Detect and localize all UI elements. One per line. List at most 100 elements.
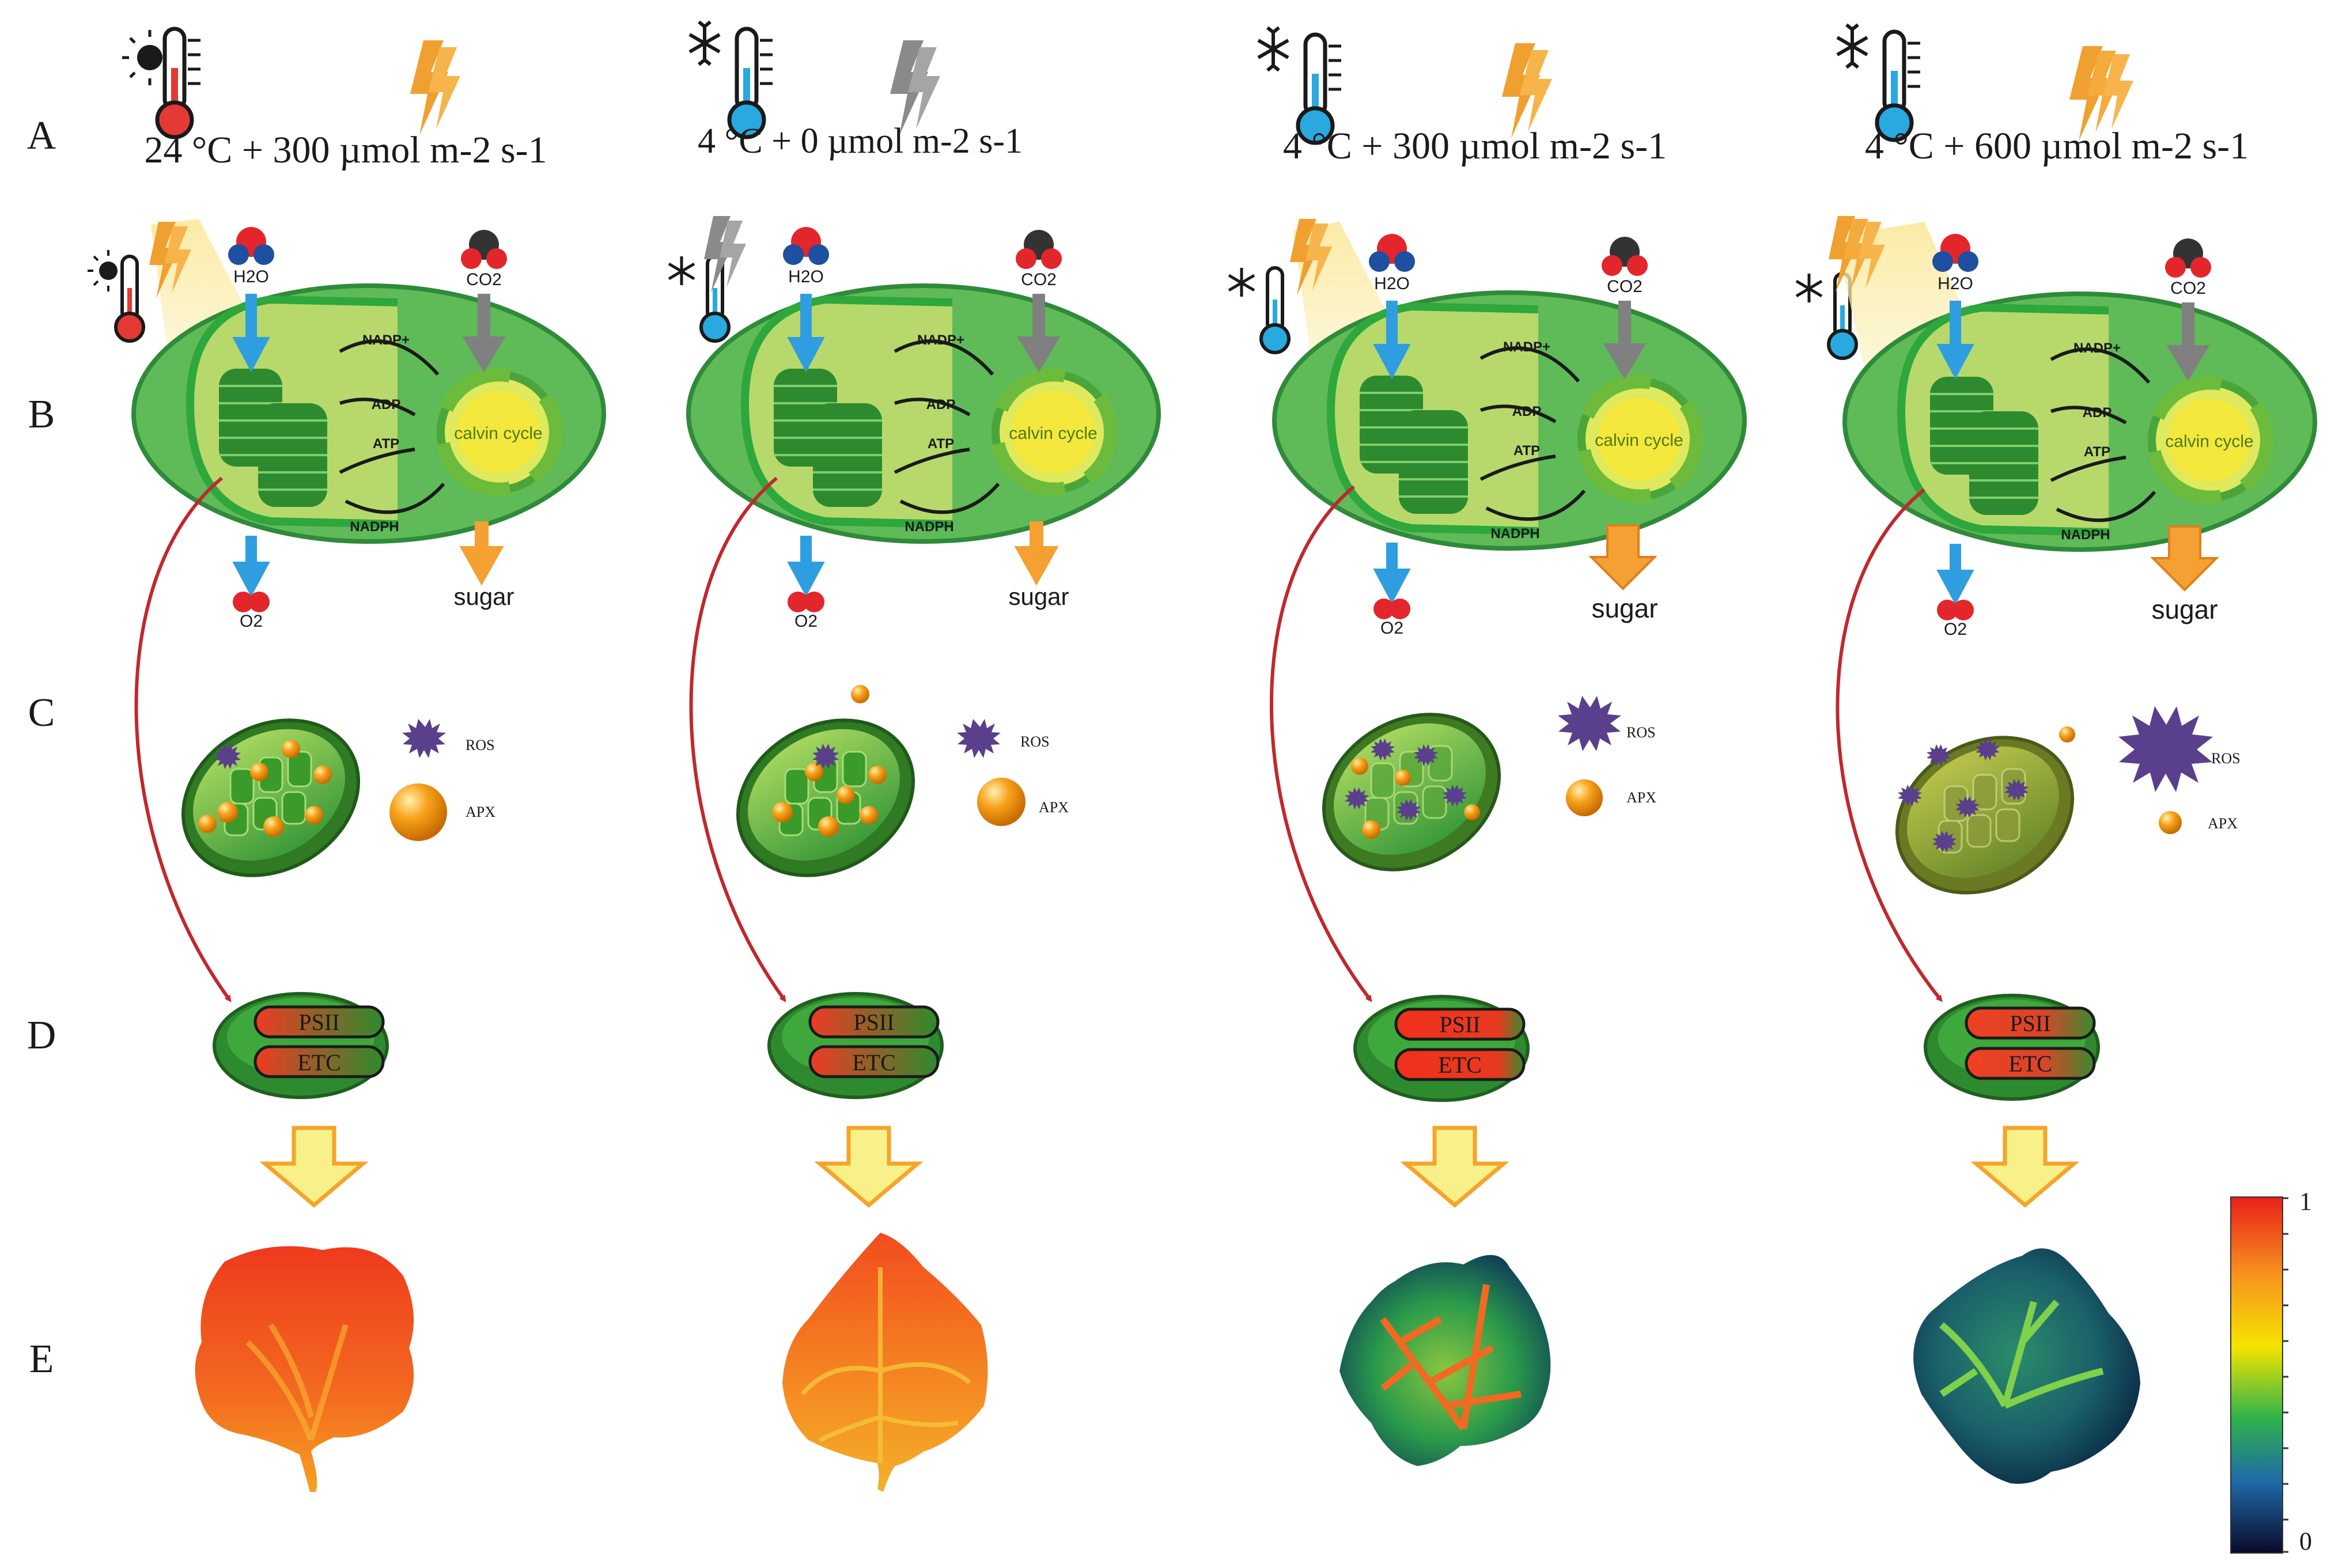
oxygen-arrow <box>1373 543 1411 604</box>
co2-label: CO2 <box>466 270 502 289</box>
photosystem-capsule <box>213 992 389 1099</box>
apx-sphere-icon <box>389 783 447 841</box>
nadp-plus-label: NADP+ <box>362 332 410 348</box>
sugar-label: sugar <box>1008 583 1069 610</box>
row-label-a: A <box>27 113 56 158</box>
colorbar: 1 0 <box>2230 1187 2312 1555</box>
leaf-veins-3 <box>1380 1284 1522 1431</box>
oxygen-arrow <box>787 536 825 597</box>
atp-label: ATP <box>1513 443 1540 459</box>
row-label-e: E <box>29 1337 54 1381</box>
photosystem-capsule <box>1924 994 2100 1101</box>
etc-label: ETC <box>1438 1052 1482 1078</box>
adp-arrow <box>339 397 416 416</box>
nadp-arrow <box>1479 346 1580 382</box>
apx-sphere-icon <box>1566 779 1603 816</box>
ros-star-icon <box>402 719 446 758</box>
row-label-c: C <box>28 691 55 735</box>
leaf-texture-1 <box>245 1323 349 1441</box>
condition-label: 4 °C + 0 µmol m-2 s-1 <box>698 122 1023 161</box>
adp-label: ADP <box>2083 405 2112 421</box>
nadph-label: NADPH <box>350 519 399 535</box>
calvin-cycle-icon <box>1577 374 1704 503</box>
oxygen-label: O2 <box>1380 619 1403 638</box>
row-labels: A B C D E <box>27 113 56 1381</box>
small-thermometer-warm-icon <box>88 250 145 343</box>
calvin-cycle-label: calvin cycle <box>1009 424 1097 443</box>
apx-label: APX <box>1039 799 1069 816</box>
nadph-label: NADPH <box>905 519 953 535</box>
nadph-arrow <box>899 483 1000 514</box>
triple-light-bolt-small-icon <box>1829 216 1885 293</box>
psii-bar <box>808 1005 940 1039</box>
co2-arrow <box>462 294 506 373</box>
etc-bar <box>1965 1047 2096 1080</box>
water-molecule-icon <box>1932 234 1978 272</box>
atp-arrow <box>339 448 415 474</box>
atp-arrow <box>894 448 970 474</box>
sugar-label: sugar <box>453 583 514 610</box>
nadp-plus-label: NADP+ <box>1503 339 1550 355</box>
calvin-cycle-icon <box>2147 376 2274 505</box>
leaf-texture-2 <box>800 1267 971 1463</box>
oxygen-arrow <box>1936 544 1974 605</box>
small-thermometer-cold-icon <box>1228 266 1291 354</box>
down-arrow-icon <box>1970 1126 2080 1208</box>
co2-arrow <box>2166 302 2210 381</box>
thermometer-cold-icon <box>1257 26 1341 145</box>
etc-bar <box>253 1045 385 1078</box>
ros-label: ROS <box>2211 750 2241 767</box>
oxygen-label: O2 <box>1944 620 1967 639</box>
sugar-arrow-large <box>1588 524 1658 590</box>
light-bolt-icon <box>410 40 460 135</box>
calvin-cycle-label: calvin cycle <box>2165 432 2253 451</box>
light-bolt-small-icon <box>1290 219 1332 296</box>
condition-label: 4 °C + 300 µmol m-2 s-1 <box>1283 125 1667 167</box>
water-label: H2O <box>788 267 824 286</box>
atp-arrow <box>2050 456 2126 482</box>
apx-spheres <box>1351 758 1480 839</box>
adp-arrow <box>894 397 971 416</box>
light-bolt-icon <box>1502 43 1552 138</box>
psii-bar <box>1965 1006 2096 1040</box>
psii-bar <box>1394 1008 1526 1041</box>
co2-label: CO2 <box>1607 277 1643 296</box>
co2-arrow <box>1603 301 1647 380</box>
adp-label: ADP <box>1512 404 1542 419</box>
leaf-veins-4 <box>1939 1300 2104 1409</box>
ros-stars-small <box>1898 738 2029 853</box>
ros-label: ROS <box>466 737 495 753</box>
etc-label: ETC <box>852 1050 896 1075</box>
water-arrow <box>787 294 825 373</box>
nadph-label: NADPH <box>1490 526 1539 541</box>
apx-label: APX <box>2208 815 2238 832</box>
apx-sphere-small <box>2059 726 2075 743</box>
chloroplast-3d-icon <box>181 718 361 877</box>
apx-spheres <box>772 685 887 837</box>
co2-molecule-icon <box>1016 230 1062 269</box>
light-bolt-small-icon <box>149 222 191 298</box>
colorbar-gradient <box>2230 1196 2283 1554</box>
condition-column-3: 4 °C + 300 µmol m-2 s-1 NADP+ ADP ATP NA… <box>1228 26 1747 1466</box>
ros-star-icon <box>1558 696 1621 751</box>
ros-star-small-icon <box>214 744 241 769</box>
dark-bolt-icon <box>890 40 940 135</box>
nadp-arrow <box>339 339 440 376</box>
apx-label: APX <box>1626 789 1656 806</box>
thermometer-cold-icon <box>688 20 773 139</box>
calvin-cycle-icon <box>991 368 1118 497</box>
red-connector-arrow <box>134 476 232 1002</box>
condition-label: 24 °C + 300 µmol m-2 s-1 <box>144 129 547 171</box>
oxygen-molecule-icon <box>788 592 824 612</box>
photosystem-capsule <box>1353 995 1530 1102</box>
nadph-arrow <box>345 483 445 514</box>
colorbar-min-label: 0 <box>2299 1527 2312 1555</box>
apx-sphere-icon <box>977 778 1026 826</box>
leaf-image-1 <box>195 1246 414 1492</box>
sugar-arrow <box>459 521 504 586</box>
calvin-cycle-label: calvin cycle <box>1595 431 1683 450</box>
atp-arrow <box>1479 455 1556 481</box>
psii-bar <box>253 1005 385 1039</box>
water-molecule-icon <box>1369 234 1415 272</box>
down-arrow-icon <box>259 1126 369 1208</box>
